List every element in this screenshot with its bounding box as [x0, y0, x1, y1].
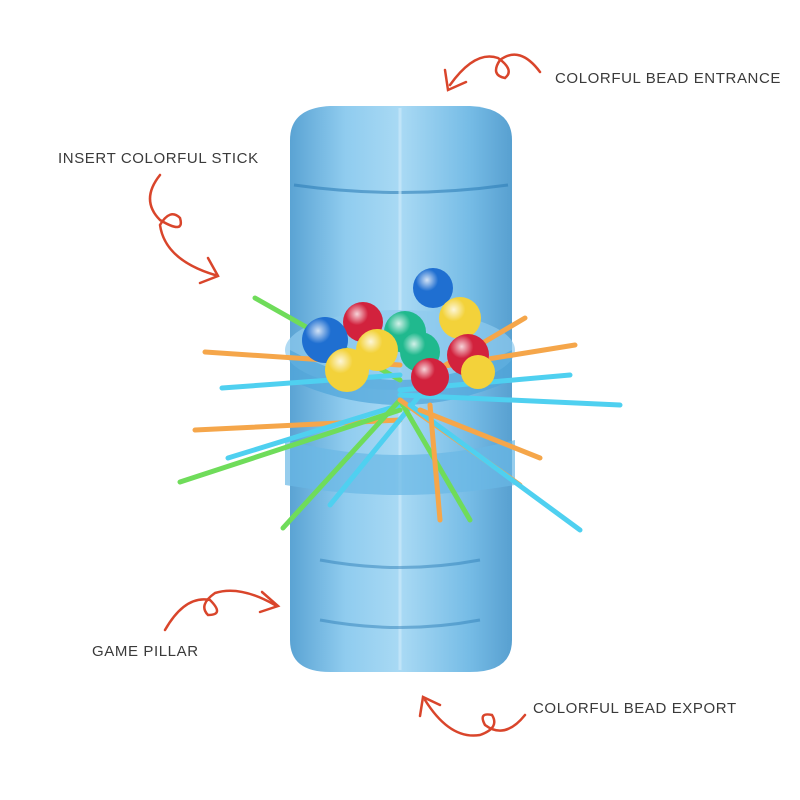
label-insert-stick: INSERT COLORFUL STICK [58, 150, 259, 167]
arrow-bead-entrance-head [443, 68, 468, 92]
annotation-arrows [148, 53, 542, 737]
arrow-bead-entrance [448, 53, 542, 87]
stick [177, 407, 403, 485]
stick [397, 392, 623, 408]
colorful-beads [302, 268, 495, 396]
arrow-bead-export-head [418, 695, 442, 718]
stick [219, 372, 403, 391]
stick [407, 402, 583, 533]
stick [225, 402, 403, 461]
arrow-game-pillar-head [258, 590, 281, 614]
label-game-pillar: GAME PILLAR [92, 643, 199, 660]
arrow-bead-export [423, 698, 527, 737]
stick [280, 397, 403, 531]
arrow-insert-stick [148, 173, 217, 277]
label-bead-export: COLORFUL BEAD EXPORT [533, 700, 737, 717]
arrow-game-pillar [163, 589, 277, 632]
label-bead-entrance: COLORFUL BEAD ENTRANCE [555, 70, 782, 87]
stick [427, 402, 443, 523]
stick [417, 407, 543, 461]
arrow-insert-stick-head [198, 256, 220, 285]
